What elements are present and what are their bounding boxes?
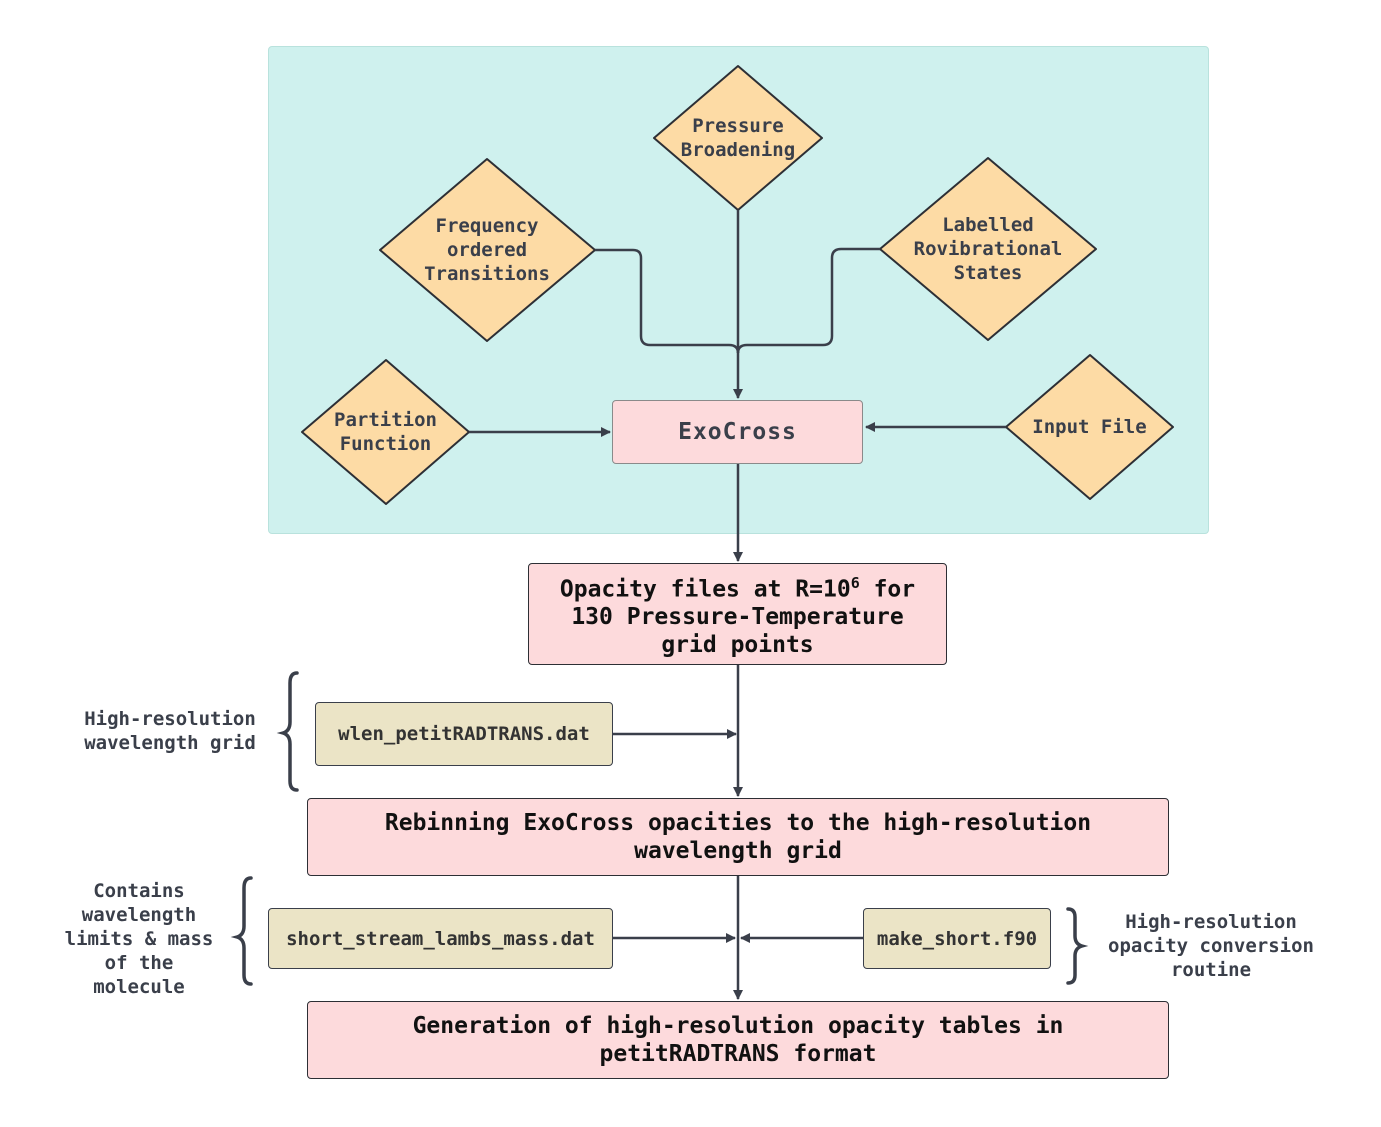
- generation-box: Generation of high-resolution opacity ta…: [307, 1001, 1169, 1079]
- wlen-side-label: High-resolution wavelength grid: [84, 708, 256, 754]
- opacity-files-box: Opacity files at R=106 for 130 Pressure-…: [528, 563, 947, 665]
- make-short-file-box: make_short.f90: [863, 908, 1051, 969]
- short-stream-brace: [230, 876, 253, 986]
- frequency-transitions-label: Frequency ordered Transitions: [424, 215, 550, 285]
- make-short-side-label: High-resolution opacity conversion routi…: [1108, 911, 1314, 981]
- exocross-box: ExoCross: [612, 400, 863, 464]
- rebinning-box: Rebinning ExoCross opacities to the high…: [307, 798, 1169, 876]
- wlen-brace: [276, 671, 299, 792]
- partition-function-diamond: [301, 359, 470, 505]
- make-short-brace: [1066, 907, 1089, 985]
- input-file-label: Input File: [1032, 416, 1147, 438]
- labelled-connector: [736, 247, 880, 354]
- partition-function-label: Partition Function: [334, 409, 437, 455]
- pressure-broadening-label: Pressure Broadening: [680, 115, 796, 161]
- short-stream-file-box: short_stream_lambs_mass.dat: [268, 908, 613, 969]
- input-file-diamond: [1005, 354, 1174, 500]
- opacity-files-line1: Opacity files at R=106 for: [559, 573, 916, 603]
- short-stream-side-label: Contains wavelength limits & mass of the…: [64, 880, 214, 998]
- frequency-transitions-diamond: [379, 158, 596, 342]
- frequency-connector: [595, 248, 740, 354]
- labelled-states-label: Labelled Rovibrational States: [913, 214, 1063, 284]
- wlen-file-box: wlen_petitRADTRANS.dat: [315, 702, 613, 766]
- opacity-files-line2: 130 Pressure-Temperature: [571, 604, 904, 631]
- labelled-states-diamond: [879, 157, 1097, 341]
- opacity-files-line3: grid points: [661, 632, 814, 659]
